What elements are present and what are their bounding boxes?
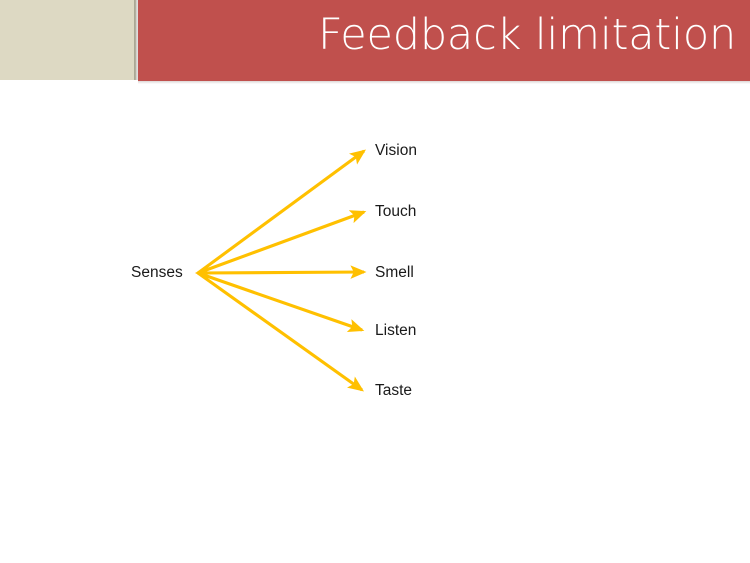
node-label-taste: Taste xyxy=(375,382,413,399)
arrow-to-touch xyxy=(197,210,367,275)
node-label-listen: Listen xyxy=(375,322,417,339)
node-label-vision: Vision xyxy=(375,142,417,159)
arrow-to-listen xyxy=(197,271,365,332)
diagram-arrows xyxy=(195,149,367,392)
node-label-touch: Touch xyxy=(375,203,417,220)
slide-body: Senses Vision Touch Smell Listen Taste xyxy=(0,84,750,563)
arrow-to-vision xyxy=(197,149,366,275)
arrow-to-smell xyxy=(197,265,367,279)
node-label-smell: Smell xyxy=(375,264,414,281)
header-beige-block xyxy=(0,0,136,80)
header-accent-band xyxy=(138,0,750,81)
arrow-to-taste xyxy=(197,271,365,392)
arrowhead-at-source xyxy=(195,265,209,281)
header-underline xyxy=(138,81,750,84)
senses-diagram: Senses Vision Touch Smell Listen Taste xyxy=(0,84,750,563)
header-block-shadow xyxy=(134,0,139,80)
slide-header: Feedback limitation xyxy=(0,0,750,81)
node-label-senses: Senses xyxy=(131,264,183,281)
page-title: Feedback limitation xyxy=(318,10,736,60)
